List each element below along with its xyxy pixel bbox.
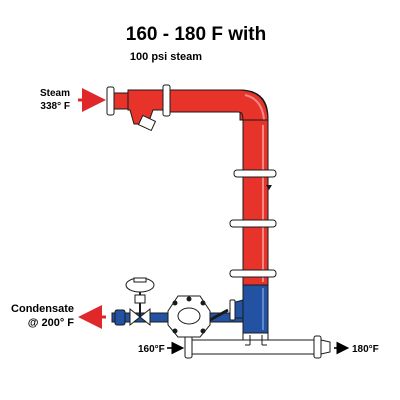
steam-temperature: 338° F bbox=[40, 101, 70, 112]
flange-middle bbox=[229, 219, 277, 228]
steam-label: Steam bbox=[40, 88, 70, 99]
strainer-cap bbox=[137, 114, 157, 132]
water-inlet-flange bbox=[184, 335, 193, 359]
water-inlet-temperature: 160°F bbox=[138, 344, 165, 355]
inlet-flange bbox=[106, 86, 115, 116]
steam-piping bbox=[111, 89, 269, 286]
diagram-subtitle: 100 psi steam bbox=[130, 51, 202, 63]
condensate-drain-line bbox=[111, 277, 244, 338]
condensate-section bbox=[242, 284, 269, 334]
vent-fitting bbox=[266, 185, 272, 190]
water-line bbox=[184, 332, 331, 359]
flange-lower bbox=[229, 269, 277, 278]
water-outlet-flange bbox=[313, 335, 322, 359]
condensate-label: Condensate bbox=[11, 303, 74, 315]
diagram-title: 160 - 180 F with bbox=[126, 24, 266, 45]
condensate-temperature: @ 200° F bbox=[28, 317, 75, 329]
vertical-steam-pipe bbox=[242, 119, 269, 286]
strainer-outlet-flange bbox=[162, 84, 171, 117]
flange-upper bbox=[233, 169, 277, 178]
water-outlet-temperature: 180°F bbox=[352, 344, 379, 355]
